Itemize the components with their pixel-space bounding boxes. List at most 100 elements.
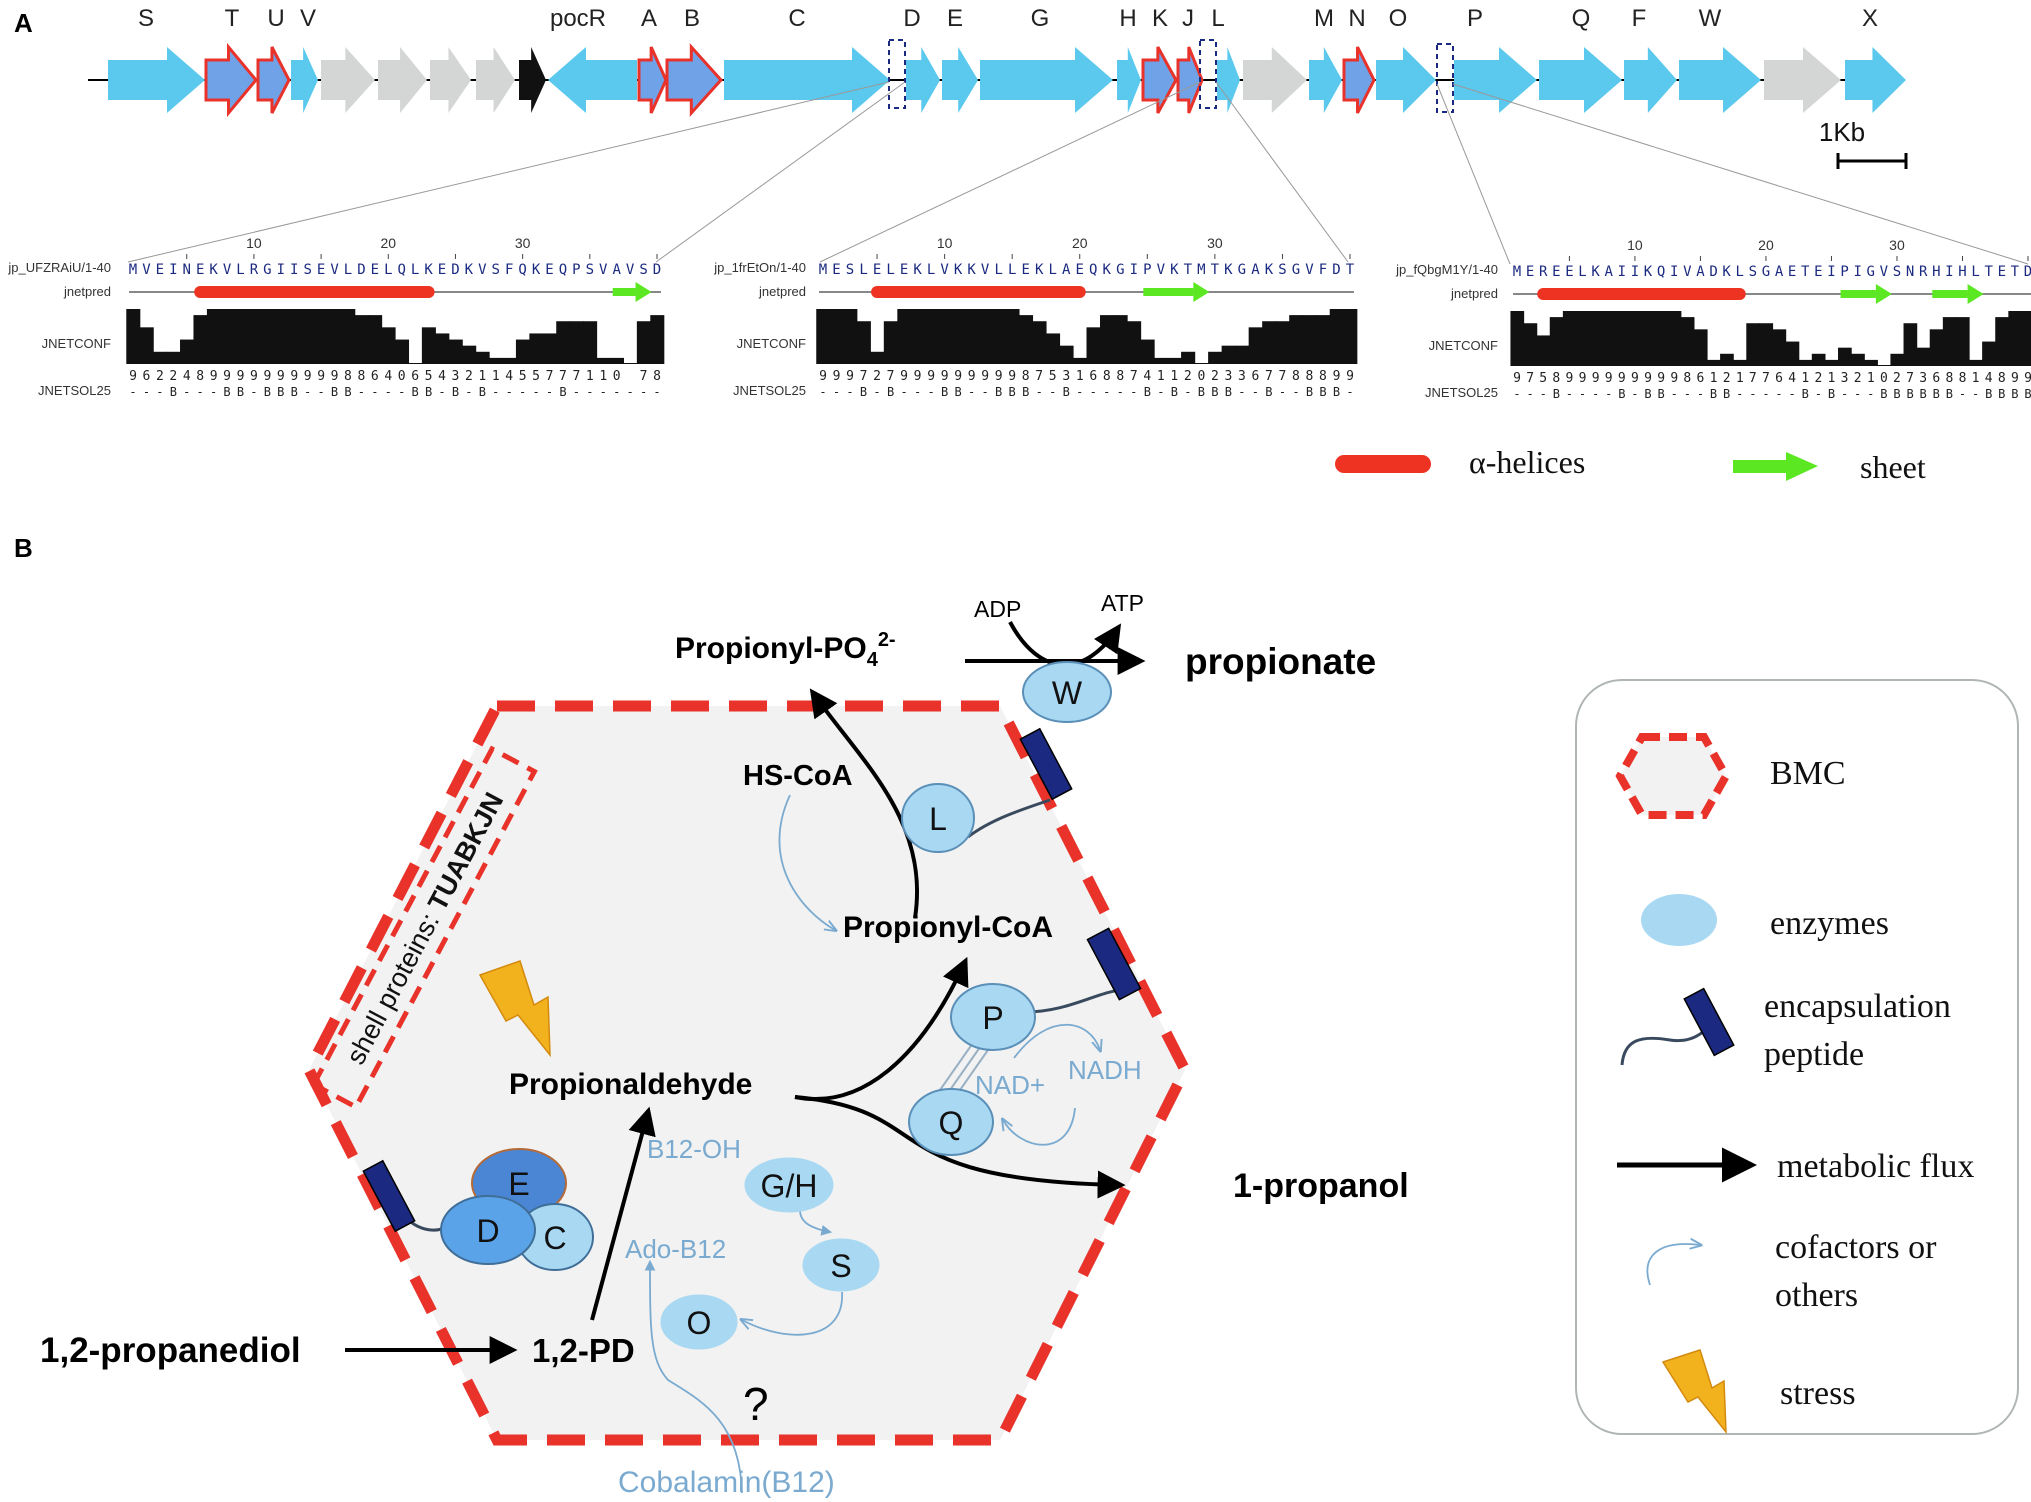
confidence-digit: 9 [968, 369, 976, 384]
legend-sheet-swatch [1733, 452, 1818, 481]
gene-label-j: J [1182, 5, 1194, 32]
confidence-bar [1772, 329, 1787, 366]
confidence-bar [1510, 311, 1525, 366]
solvent-char: - [250, 385, 257, 399]
confidence-digit: 7 [1762, 371, 1770, 386]
sequence-residue: T [2011, 264, 2020, 280]
enzyme-s-label: S [830, 1248, 851, 1284]
gene-arrow-n [1342, 46, 1376, 114]
sequence-residue: E [1814, 264, 1822, 280]
gene-label-s: S [138, 5, 154, 32]
solvent-char: B [237, 385, 244, 399]
solvent-char: - [1279, 385, 1286, 399]
confidence-bar [529, 333, 544, 364]
confidence-bar [1329, 309, 1344, 364]
confidence-digit: 1 [1170, 369, 1178, 384]
gene-label-a: A [641, 5, 657, 32]
solvent-char: - [143, 385, 150, 399]
track-label-pred: jnetpred [1450, 286, 1498, 301]
sequence-residue: A [1696, 264, 1705, 280]
confidence-bar [951, 309, 966, 364]
cobalamin-label: Cobalamin(B12) [618, 1466, 835, 1499]
nadh-label: NADH [1068, 1055, 1142, 1085]
confidence-bar [1877, 365, 1892, 366]
confidence-bar [1955, 317, 1970, 366]
solvent-char: - [304, 385, 311, 399]
gene-arrow-c [724, 47, 890, 113]
solvent-char: B [277, 385, 284, 399]
confidence-bar [166, 351, 181, 364]
solvent-char: B [559, 385, 566, 399]
legend-cofactor-line2: others [1775, 1277, 1858, 1314]
sequence-residue: I [1670, 264, 1678, 280]
scale-bar [1836, 153, 1908, 169]
solvent-char: B [264, 385, 271, 399]
confidence-digit: 7 [559, 369, 567, 384]
solvent-char: - [398, 385, 405, 399]
solvent-char: - [506, 385, 513, 399]
confidence-bar [206, 309, 221, 364]
confidence-bar [1248, 327, 1263, 364]
atp-label: ATP [1101, 590, 1144, 616]
propanediol-label: 1,2-propanediol [40, 1331, 301, 1370]
solvent-char: - [640, 385, 647, 399]
enzyme-p [950, 983, 1036, 1051]
confidence-bar [1343, 309, 1358, 364]
track-label-sol: JNETSOL25 [733, 383, 806, 398]
confidence-bar [1059, 345, 1074, 364]
confidence-digit: 8 [653, 369, 661, 384]
solvent-char: B [1022, 385, 1029, 399]
confidence-bar [1602, 311, 1616, 366]
solvent-char: - [1090, 385, 1097, 399]
confidence-bar [274, 309, 289, 364]
confidence-bar [1140, 339, 1155, 364]
confidence-digit: 6 [411, 369, 419, 384]
confidence-bar [1100, 315, 1115, 364]
confidence-bar [1181, 351, 1196, 364]
confidence-digit: 2 [1211, 369, 1219, 384]
confidence-bar [515, 339, 530, 364]
confidence-bar [910, 309, 925, 364]
sequence-residue: R [1919, 264, 1928, 280]
sequence-residue: A [1062, 262, 1071, 278]
confidence-digit: 8 [1945, 371, 1953, 386]
sequence-residue: I [1618, 264, 1626, 280]
confidence-bar [583, 321, 598, 364]
sequence-residue: G [1292, 262, 1300, 278]
confidence-bar [1969, 359, 1983, 366]
confidence-bar [1615, 311, 1629, 366]
confidence-bar [1982, 341, 1996, 366]
tick-label: 10 [937, 235, 953, 251]
confidence-bar [395, 339, 410, 364]
enzyme-gh-label: G/H [761, 1168, 818, 1204]
sequence-residue: K [967, 262, 976, 278]
confidence-digit: 9 [941, 369, 949, 384]
confidence-digit: 1 [586, 369, 594, 384]
confidence-bar [556, 321, 571, 364]
solvent-char: B [1306, 385, 1313, 399]
confidence-bar [247, 309, 262, 364]
solvent-char: - [438, 385, 445, 399]
peptide-l [1019, 727, 1073, 801]
confidence-bar [650, 315, 665, 364]
sequence-residue: L [384, 262, 392, 278]
confidence-digit: 7 [1265, 369, 1273, 384]
sequence-residue: S [1749, 264, 1757, 280]
gene-label-o: O [1389, 5, 1408, 32]
confidence-bar [609, 357, 625, 364]
enzyme-l [901, 783, 975, 853]
solvent-char: - [371, 385, 378, 399]
sequence-residue: K [1644, 264, 1653, 280]
confidence-digit: 1 [1710, 371, 1718, 386]
confidence-digit: 0 [1197, 369, 1205, 384]
sequence-residue: Q [1089, 262, 1097, 278]
confidence-bar [924, 309, 939, 364]
solvent-char: B [1933, 387, 1940, 401]
solvent-char: - [465, 385, 472, 399]
sequence-residue: G [1867, 264, 1875, 280]
confidence-bar [1032, 321, 1047, 364]
solvent-char: B [344, 385, 351, 399]
confidence-digit: 7 [1130, 369, 1138, 384]
legend-stress-swatch [1661, 1349, 1727, 1435]
confidence-digit: 9 [1644, 371, 1652, 386]
